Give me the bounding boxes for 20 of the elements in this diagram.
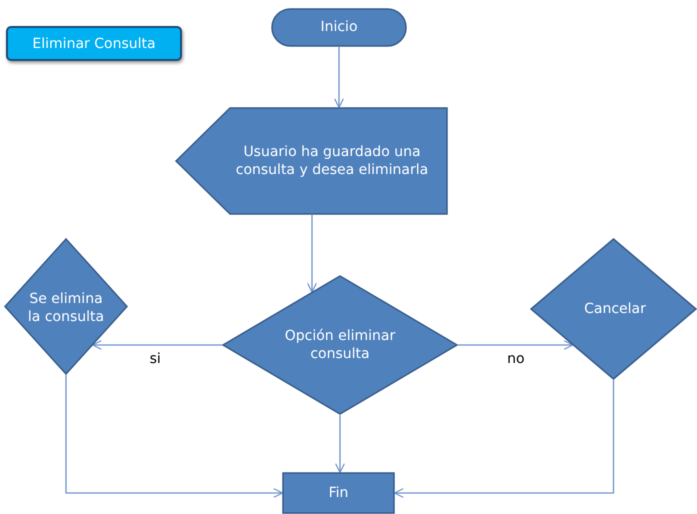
node-label: Inicio xyxy=(320,18,358,37)
display-shape xyxy=(176,107,448,215)
node-label: Se elimina la consulta xyxy=(26,290,106,326)
arrow xyxy=(92,340,222,350)
arrow xyxy=(458,340,574,350)
arrow xyxy=(394,380,614,498)
arrow xyxy=(65,375,284,498)
decision-diamond xyxy=(530,238,697,380)
node-label: Opción eliminar consulta xyxy=(284,326,396,364)
arrow xyxy=(334,415,346,474)
decision-diamond xyxy=(4,238,128,375)
node-label: Usuario ha guardado una consulta y desea eliminarla xyxy=(234,142,430,180)
process-box xyxy=(282,472,395,514)
start-end-terminal xyxy=(271,8,407,47)
arrow xyxy=(334,47,344,108)
decision-diamond xyxy=(222,275,458,415)
node-label: Fin xyxy=(328,484,348,502)
title-label: Eliminar Consulta xyxy=(6,26,182,61)
node-label: Cancelar xyxy=(584,300,646,318)
arrow xyxy=(306,215,318,293)
